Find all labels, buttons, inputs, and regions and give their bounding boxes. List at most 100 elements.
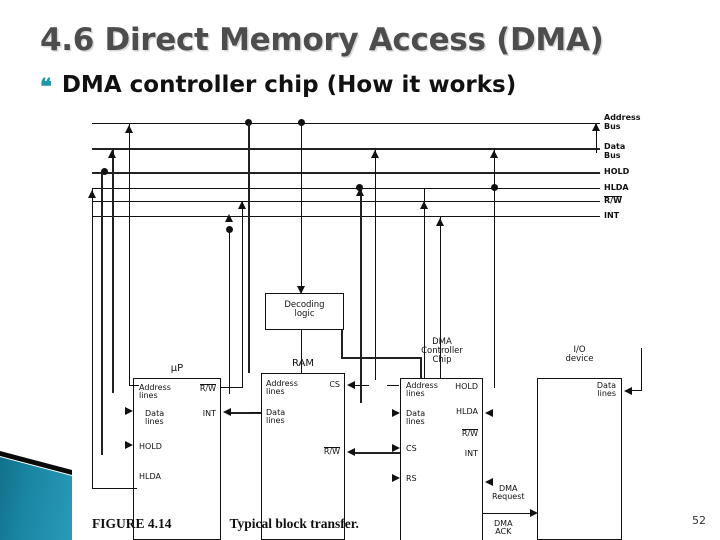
arrow-up-icon [435, 218, 444, 226]
block-microprocessor [133, 378, 221, 540]
pin-dma-data-lines: Data lines [406, 409, 426, 427]
drop-line-ram-data [301, 123, 302, 393]
pin-up-rw: R/W [176, 384, 216, 393]
quote-bullet-icon: ❝ [40, 74, 52, 100]
drop-line-up-address [129, 123, 130, 385]
pin-ram-rw-text: R/W [323, 447, 340, 456]
pin-up-int: INT [202, 409, 216, 418]
signal-dma-ack: DMA ACK [494, 519, 513, 537]
arrow-up-icon [108, 150, 116, 158]
dma-ack-wire [483, 513, 533, 514]
up-int-wire [231, 412, 261, 414]
arrow-right-icon [392, 474, 400, 482]
pin-dma-int: INT [464, 449, 478, 458]
ram-cs-wire [355, 385, 369, 386]
figure-caption-text: Typical block transfer. [229, 516, 359, 531]
block-diagram: Address Bus Data Bus HOLD HLDA R/W INT D… [0, 100, 720, 540]
bus-label-hold: HOLD [604, 167, 630, 176]
arrow-left-icon [223, 408, 231, 416]
io-data-wire [632, 390, 642, 391]
bus-label-rw-text: R/W [604, 196, 622, 205]
bus-label-address: Address Bus [604, 113, 641, 132]
arrow-left-icon [485, 478, 493, 486]
arrow-right-icon [392, 444, 400, 452]
bus-line-address [92, 123, 600, 124]
decoding-logic-box [265, 293, 344, 330]
drop-line-right-rail [596, 123, 597, 153]
junction-dot [245, 119, 252, 126]
drop-line-dma-address [375, 148, 376, 380]
arrow-up-icon [124, 125, 133, 133]
io-data-wire-v [641, 348, 642, 391]
figure-number: FIGURE 4.14 [92, 516, 172, 531]
arrow-left-icon [347, 448, 355, 456]
block-ram [261, 373, 345, 540]
arrow-left-icon [347, 381, 355, 389]
pin-ram-rw: R/W [300, 447, 340, 456]
arrow-left-icon [485, 409, 493, 417]
pin-up-data-lines: Data lines [145, 409, 165, 427]
pin-ram-cs: CS [329, 380, 340, 389]
arrow-up-icon [237, 201, 246, 209]
arrow-right-icon [125, 441, 133, 449]
arrow-up-icon [370, 150, 379, 158]
block-io-device [537, 378, 622, 540]
arrow-up-icon [489, 150, 498, 158]
block-ram-title: RAM [291, 358, 314, 369]
pin-ram-address-lines: Address lines [266, 379, 298, 397]
drop-line-up-hold [101, 172, 103, 455]
pin-up-hold: HOLD [139, 442, 162, 451]
bus-label-data: Data Bus [604, 142, 626, 161]
up-hlda-wire [92, 488, 137, 489]
pin-dma-hold: HOLD [455, 382, 478, 391]
pin-dma-rw-text: R/W [461, 429, 478, 438]
up-rw-wire-v [242, 201, 243, 388]
arrow-right-icon [392, 409, 400, 417]
page-number: 52 [692, 514, 706, 527]
drop-line-dma-hold [424, 188, 425, 383]
pin-dma-rw: R/W [440, 429, 478, 438]
pin-up-hlda: HLDA [139, 472, 161, 481]
pin-dma-address-lines: Address lines [406, 381, 438, 399]
bus-label-int: INT [604, 211, 620, 220]
ram-data-wire [250, 412, 262, 413]
bus-label-hlda: HLDA [604, 183, 629, 192]
bus-line-hlda [92, 188, 600, 189]
bus-line-data [92, 148, 600, 150]
junction-dot [298, 119, 305, 126]
block-dma-controller [400, 378, 483, 540]
drop-line-io-data [494, 148, 495, 388]
up-rw-wire [221, 387, 243, 388]
ram-rw-wire [355, 452, 421, 454]
arrow-left-icon [624, 387, 632, 395]
pin-io-data-lines: Data lines [596, 381, 616, 399]
drop-line-dma-int [440, 216, 441, 386]
pin-dma-cs: CS [406, 444, 417, 453]
block-microprocessor-title: µP [170, 363, 184, 374]
block-io-device-title: I/O device [565, 345, 594, 364]
drop-line-dma-data [360, 188, 362, 403]
drop-line-up-hlda [92, 188, 93, 488]
decoding-logic-out-v2 [420, 357, 422, 387]
pin-dma-rs: RS [406, 474, 417, 483]
drop-line-cs [229, 226, 230, 394]
bullet-row: ❝ DMA controller chip (How it works) [40, 72, 517, 100]
arrow-up-icon [419, 201, 428, 209]
decoding-logic-label: Decoding logic [284, 300, 325, 319]
bus-line-hold [92, 172, 600, 174]
up-addr-wire [129, 385, 139, 386]
arrow-up-icon [591, 123, 600, 131]
block-dma-controller-title: DMA Controller Chip [421, 337, 463, 365]
arrow-down-icon [296, 286, 305, 294]
page-title: 4.6 Direct Memory Access (DMA) [40, 22, 604, 58]
drop-line-up-data [112, 148, 114, 393]
pin-up-address-lines: Address lines [139, 383, 171, 401]
arrow-up-icon [224, 214, 233, 222]
bullet-text: DMA controller chip (How it works) [61, 72, 517, 98]
decoding-logic-out-v [341, 330, 343, 358]
drop-line-ram-address [248, 123, 250, 373]
bus-line-int [92, 216, 600, 217]
figure-caption: FIGURE 4.14 Typical block transfer. [92, 516, 359, 532]
pin-dma-hlda: HLDA [456, 407, 478, 416]
